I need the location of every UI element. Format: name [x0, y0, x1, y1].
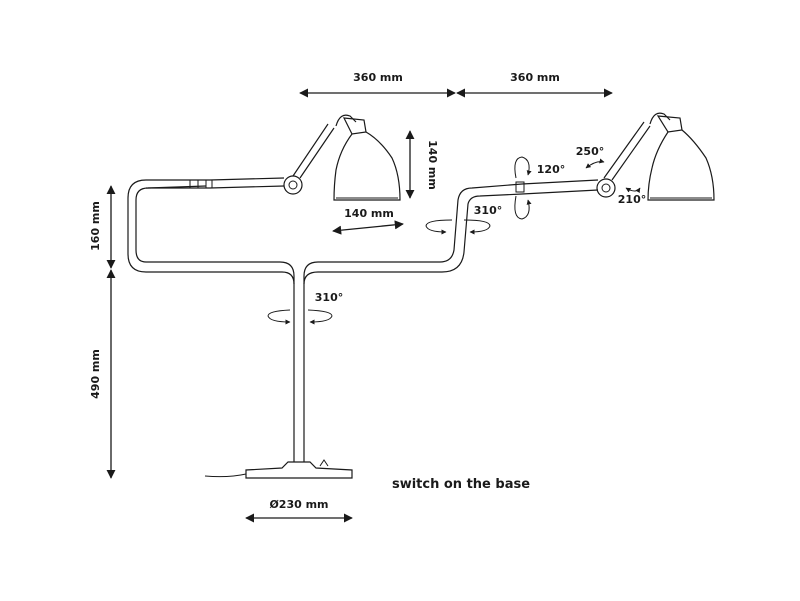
base-diameter-label: Ø230 mm — [269, 498, 328, 511]
lower-height-label: 490 mm — [89, 349, 102, 399]
head-side-rotation-label: 210° — [618, 193, 646, 206]
elbow-rotation-label: 310° — [474, 204, 502, 217]
dimension-lines — [106, 88, 613, 523]
rotation-indicators — [267, 156, 641, 325]
arm-right-width-label: 360 mm — [510, 71, 560, 84]
lamp-body — [127, 112, 715, 479]
head-top-rotation-label: 250° — [576, 145, 604, 158]
stem-rotation-label: 310° — [315, 291, 343, 304]
upper-height-label: 160 mm — [89, 201, 102, 251]
shade-width-label: 140 mm — [344, 207, 394, 220]
shade-height-label: 140 mm — [426, 140, 439, 190]
arm-left-width-label: 360 mm — [353, 71, 403, 84]
switch-note: switch on the base — [392, 477, 530, 492]
tilt-rotation-label: 120° — [537, 163, 565, 176]
